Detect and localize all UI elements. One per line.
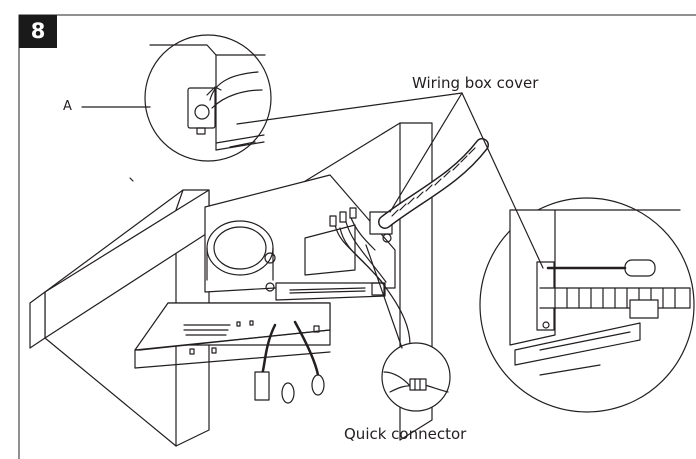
detail-circle-cover — [479, 197, 695, 413]
lower-power-cord — [254, 320, 325, 404]
leader-lines-wiring-box-cover — [236, 92, 544, 269]
stray-mark — [129, 177, 134, 182]
callout-label-a: A — [63, 99, 72, 114]
callout-quick-connector: Quick connector — [344, 425, 467, 443]
detail-circle-quick-connector — [381, 342, 451, 412]
leader-line-quick-connector — [365, 244, 403, 349]
fan-housing — [134, 174, 396, 369]
mounting-rail — [275, 282, 386, 301]
duct-collar — [206, 220, 276, 292]
frame-border — [18, 14, 696, 459]
callout-wiring-box-cover: Wiring box cover — [412, 74, 539, 92]
step-number-badge: 8 — [19, 15, 57, 48]
flexible-conduit — [378, 138, 489, 229]
detail-circle-a — [144, 34, 272, 162]
